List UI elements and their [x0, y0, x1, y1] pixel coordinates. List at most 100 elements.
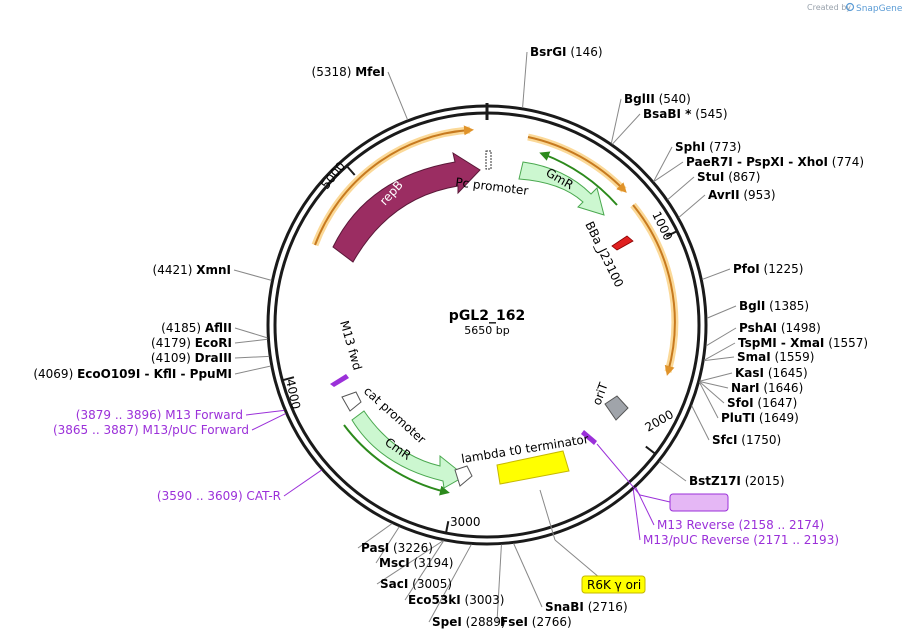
primer-leader-line [283, 469, 322, 497]
enzyme-label[interactable]: BsrGI (146) [530, 45, 603, 59]
pc-promoter-marker [485, 150, 492, 170]
enzyme-position: (1557) [824, 336, 868, 350]
enzyme-position: (146) [567, 45, 603, 59]
tick-mark [665, 230, 678, 238]
leader-line [691, 405, 710, 441]
lambda-terminator-feature[interactable] [496, 450, 570, 485]
enzyme-name: PshAI [739, 321, 777, 335]
enzyme-position: (1646) [760, 381, 804, 395]
enzyme-label[interactable]: MscI (3194) [379, 556, 453, 570]
enzyme-label[interactable]: BglI (1385) [739, 299, 809, 313]
repB-feature[interactable] [332, 151, 481, 263]
enzyme-label[interactable]: PasI (3226) [361, 541, 433, 555]
enzyme-label[interactable]: FseI (2766) [500, 615, 572, 629]
enzyme-label[interactable]: StuI (867) [697, 170, 760, 184]
plasmid-size: 5650 bp [464, 324, 509, 337]
enzyme-position: (2889) [462, 615, 506, 629]
enzyme-label[interactable]: PluTI (1649) [721, 411, 799, 425]
m13rev-label-box [669, 493, 729, 512]
enzyme-position: (4179) [151, 336, 195, 350]
orange-arc-left [314, 125, 474, 246]
tick-label: 4000 [283, 378, 303, 411]
enzyme-position: (1750) [737, 433, 781, 447]
enzyme-position: (2015) [741, 474, 785, 488]
enzyme-name: Eco53kI [408, 593, 461, 607]
enzyme-position: (4109) [151, 351, 195, 365]
leader-line [428, 544, 472, 623]
tick-mark [445, 521, 450, 534]
leader-line [706, 305, 737, 319]
snapgene-brand: SnapGene [856, 4, 903, 14]
enzyme-label[interactable]: SphI (773) [675, 140, 741, 154]
enzyme-label[interactable]: BglII (540) [624, 92, 691, 106]
enzyme-label[interactable]: PaeR7I - PspXI - XhoI (774) [686, 155, 864, 169]
enzyme-label[interactable]: BstZ17I (2015) [689, 474, 785, 488]
enzyme-label[interactable]: PfoI (1225) [733, 262, 803, 276]
enzyme-name: SfoI [727, 396, 754, 410]
enzyme-name: SmaI [737, 350, 771, 364]
orange-arc-right-top [527, 136, 627, 193]
enzyme-position: (3003) [461, 593, 505, 607]
leader-lines [233, 51, 737, 623]
enzyme-position: (773) [705, 140, 741, 154]
enzyme-label[interactable]: SpeI (2889) [432, 615, 506, 629]
leader-line [698, 381, 719, 419]
enzyme-label[interactable]: SnaBI (2716) [545, 600, 628, 614]
enzyme-label[interactable]: SfcI (1750) [712, 433, 781, 447]
enzyme-name: BsaBI * [643, 107, 692, 121]
gmr-label: GmR [544, 165, 576, 192]
enzyme-name: FseI [500, 615, 528, 629]
enzyme-name: SnaBI [545, 600, 584, 614]
primer-label[interactable]: (3865 .. 3887) M13/pUC Forward [53, 423, 249, 437]
enzyme-position: (4185) [161, 321, 205, 335]
primer-label[interactable]: (3879 .. 3896) M13 Forward [76, 408, 243, 422]
gmr-feature[interactable] [518, 161, 605, 216]
enzyme-position: (5318) [312, 65, 356, 79]
enzyme-label[interactable]: TspMI - XmaI (1557) [738, 336, 868, 350]
enzyme-name: BglI [739, 299, 765, 313]
r6k-leader-line [539, 489, 556, 541]
leader-line [375, 526, 400, 564]
leader-line [522, 51, 528, 108]
enzyme-labels: BsrGI (146) BglII (540)BsaBI * (545) SphI … [33, 45, 868, 629]
leader-line [659, 461, 687, 482]
green-arc-gmr [539, 151, 618, 206]
enzyme-label[interactable]: (4069) EcoO109I - KflI - PpuMI [33, 367, 232, 381]
leader-line [234, 365, 271, 375]
enzyme-name: EcoO109I - KflI - PpuMI [77, 367, 232, 381]
enzyme-label[interactable]: NarI (1646) [731, 381, 803, 395]
enzyme-label[interactable]: AvrII (953) [708, 188, 776, 202]
enzyme-label[interactable]: (5318) MfeI [312, 65, 385, 79]
enzyme-label[interactable]: (4109) DraIII [151, 351, 232, 365]
primer-label[interactable]: M13/pUC Reverse (2171 .. 2193) [643, 533, 839, 547]
leader-line [702, 268, 731, 280]
enzyme-name: SphI [675, 140, 705, 154]
enzyme-label[interactable]: SfoI (1647) [727, 396, 797, 410]
enzyme-label[interactable]: (4185) AflII [161, 321, 232, 335]
enzyme-label[interactable]: Eco53kI (3003) [408, 593, 504, 607]
cat-promoter-arrow-start [341, 391, 362, 412]
enzyme-label[interactable]: SacI (3005) [380, 577, 452, 591]
enzyme-label[interactable]: KasI (1645) [735, 366, 808, 380]
cmr-feature[interactable] [351, 410, 466, 489]
enzyme-label[interactable]: (4179) EcoRI [151, 336, 232, 350]
leader-line [653, 161, 684, 183]
enzyme-name: MscI [379, 556, 410, 570]
m13rev-primer-marker [581, 430, 597, 445]
enzyme-name: SacI [380, 577, 408, 591]
enzyme-name: PluTI [721, 411, 755, 425]
enzyme-position: (3226) [389, 541, 433, 555]
tick-mark [645, 445, 656, 455]
primer-label[interactable]: (3590 .. 3609) CAT-R [157, 489, 281, 503]
primer-label[interactable]: M13 Reverse (2158 .. 2174) [657, 518, 824, 532]
enzyme-label[interactable]: PshAI (1498) [739, 321, 821, 335]
leader-line [376, 540, 444, 585]
tick-label: 3000 [450, 515, 481, 529]
enzyme-label[interactable]: BsaBI * (545) [643, 107, 728, 121]
primer-leader-line [245, 409, 285, 416]
leader-line [705, 327, 737, 347]
enzyme-label[interactable]: SmaI (1559) [737, 350, 814, 364]
enzyme-label[interactable]: (4421) XmnI [153, 263, 231, 277]
enzyme-position: (1647) [754, 396, 798, 410]
